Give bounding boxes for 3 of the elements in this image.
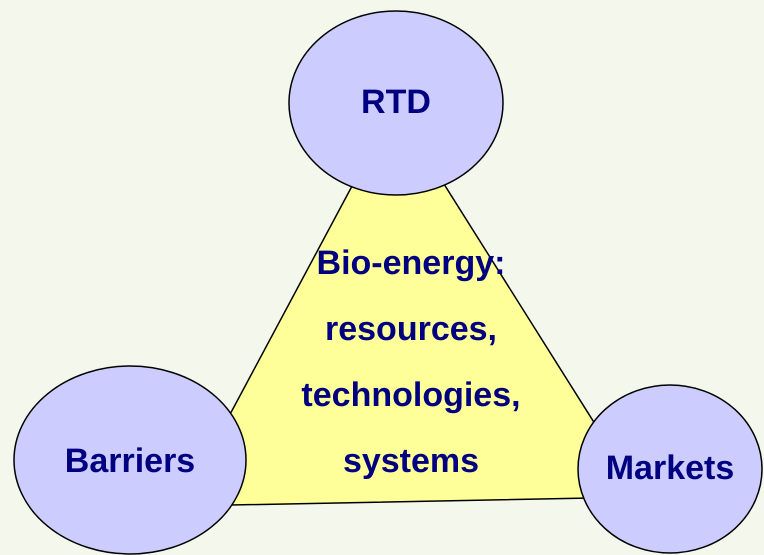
node-label: RTD bbox=[360, 82, 432, 123]
node-label: Markets bbox=[604, 448, 736, 489]
node-label: Barriers bbox=[64, 441, 196, 482]
